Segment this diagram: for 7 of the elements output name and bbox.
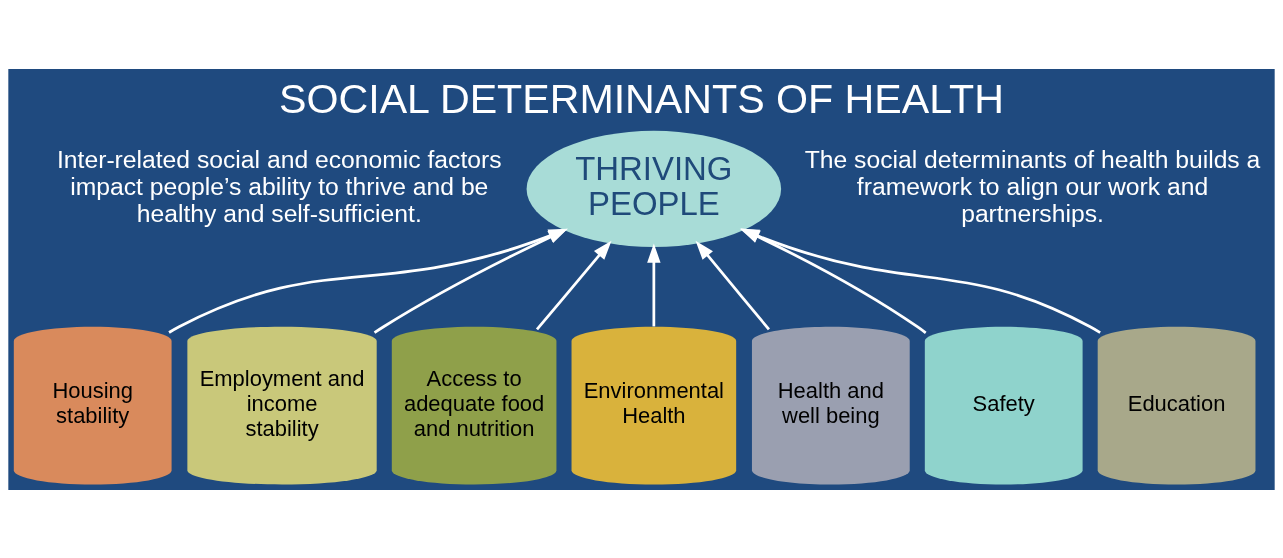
label: Inter-related social and economic factors impact people’s ability to thrive and be healthy and self-sufficient. [56,145,502,227]
arrow [647,243,661,326]
arrow [695,240,770,330]
node-ellipse: THRIVING PEOPLE [526,130,782,247]
label: The social determinants of health builds a framework to align our work and partnerships. [804,145,1261,227]
arrow [535,240,612,330]
diagram-title: SOCIAL DETERMINANTS OF HEALTH [279,75,1004,122]
